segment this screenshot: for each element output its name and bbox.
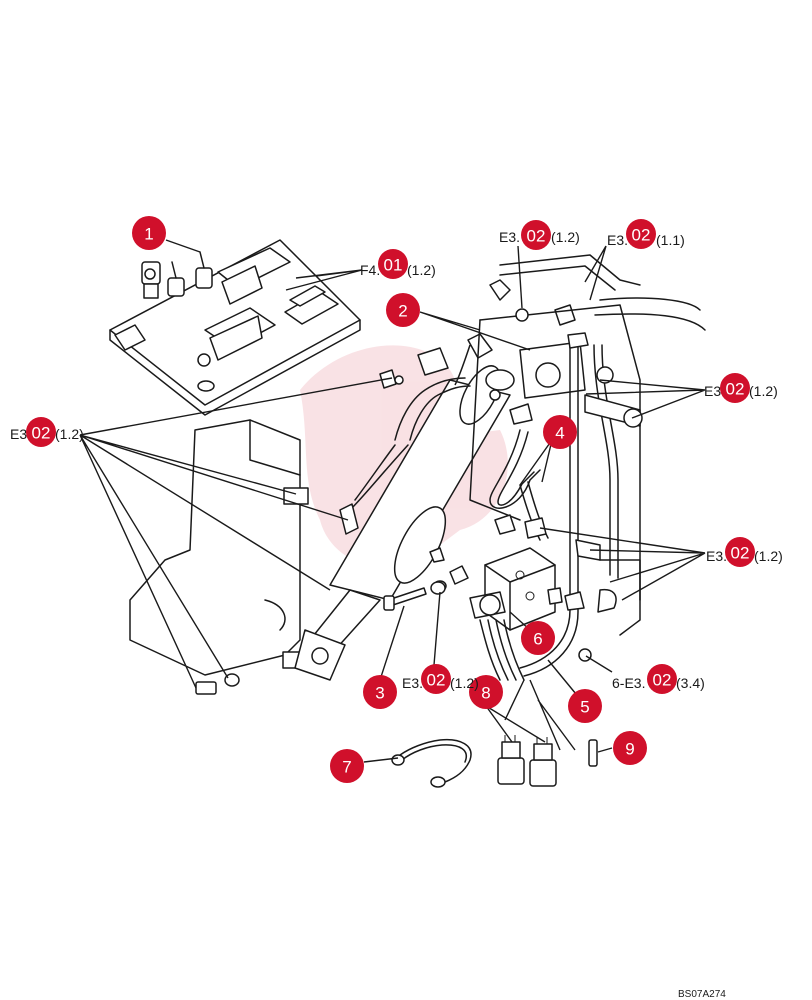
frame-structure-drawing xyxy=(469,254,706,636)
ref-suffix: (1.2) xyxy=(55,426,84,442)
connector-drawing xyxy=(497,735,598,787)
ref-prefix: E3. xyxy=(607,232,628,248)
callout-1-number: 1 xyxy=(144,225,153,244)
drawing-code-label: BS07A274 xyxy=(678,989,726,1000)
callout-4-number: 4 xyxy=(555,424,564,443)
valve-block-drawing xyxy=(339,369,617,681)
section-ref-bottom[interactable]: E3. 02 (1.2) xyxy=(402,664,479,694)
callout-3-badge xyxy=(363,675,397,709)
callout-1-badge xyxy=(132,216,166,250)
ref-suffix: (1.2) xyxy=(450,675,479,691)
ref-badge-number: 02 xyxy=(731,544,750,563)
ref-badge-number: 02 xyxy=(427,671,446,690)
callout-3-number: 3 xyxy=(375,684,384,703)
guard-plate-drawing xyxy=(129,419,309,695)
section-ref-panel[interactable]: F4. 01 (1.2) xyxy=(360,249,436,279)
callout-1[interactable]: 1 xyxy=(132,216,166,250)
hose-lines-drawing xyxy=(349,333,619,677)
callout-4-badge xyxy=(543,415,577,449)
callout-8-number: 8 xyxy=(481,684,490,703)
callout-7-number: 7 xyxy=(342,758,351,777)
ref-badge xyxy=(720,373,750,403)
ref-prefix: 6-E3. xyxy=(612,675,645,691)
callout-4[interactable]: 4 xyxy=(543,415,577,449)
ref-badge-number: 02 xyxy=(527,227,546,246)
callout-9[interactable]: 9 xyxy=(613,731,647,765)
ref-badge xyxy=(421,664,451,694)
callout-9-number: 9 xyxy=(625,740,634,759)
ref-badge xyxy=(647,664,677,694)
callout-8[interactable]: 8 xyxy=(469,675,503,709)
ref-prefix: E3. xyxy=(499,229,520,245)
section-ref-right-lower[interactable]: E3. 02 (1.2) xyxy=(706,537,783,567)
ref-prefix: E3. xyxy=(706,548,727,564)
ref-prefix: E3. xyxy=(402,675,423,691)
ref-suffix: (1.2) xyxy=(551,229,580,245)
ref-badge xyxy=(725,537,755,567)
section-ref-left[interactable]: E3. 02 (1.2) xyxy=(10,417,84,447)
section-ref-top-right[interactable]: E3. 02 (1.1) xyxy=(607,219,685,249)
callout-9-badge xyxy=(613,731,647,765)
callout-6[interactable]: 6 xyxy=(521,621,555,655)
callout-2-badge xyxy=(386,293,420,327)
callout-6-number: 6 xyxy=(533,630,542,649)
ref-badge xyxy=(378,249,408,279)
callout-8-badge xyxy=(469,675,503,709)
ref-suffix: (1.2) xyxy=(407,262,436,278)
callout-5-badge xyxy=(568,689,602,723)
ref-suffix: (3.4) xyxy=(676,675,705,691)
ground-cable-drawing xyxy=(391,738,472,788)
callout-5[interactable]: 5 xyxy=(568,689,602,723)
callout-6-badge xyxy=(521,621,555,655)
ref-suffix: (1.2) xyxy=(754,548,783,564)
ref-prefix: F4. xyxy=(360,262,380,278)
ref-prefix: E3. xyxy=(704,383,725,399)
ref-badge-number: 01 xyxy=(384,256,403,275)
callout-7-badge xyxy=(330,749,364,783)
callout-2-number: 2 xyxy=(398,302,407,321)
callout-7[interactable]: 7 xyxy=(330,749,364,783)
ref-badge-number: 02 xyxy=(653,671,672,690)
section-ref-right-upper[interactable]: E3. 02 (1.2) xyxy=(704,373,778,403)
ref-badge xyxy=(521,220,551,250)
ref-badge-number: 02 xyxy=(32,424,51,443)
callout-2[interactable]: 2 xyxy=(386,293,420,327)
callout-3[interactable]: 3 xyxy=(363,675,397,709)
callout-5-number: 5 xyxy=(580,698,589,717)
control-panel-drawing xyxy=(109,239,361,416)
section-ref-lower-right[interactable]: 6-E3. 02 (3.4) xyxy=(612,664,705,694)
section-ref-top-left[interactable]: E3. 02 (1.2) xyxy=(499,220,580,250)
ref-suffix: (1.2) xyxy=(749,383,778,399)
ref-badge-number: 02 xyxy=(632,226,651,245)
ref-suffix: (1.1) xyxy=(656,232,685,248)
ref-badge xyxy=(626,219,656,249)
ref-prefix: E3. xyxy=(10,426,31,442)
ref-badge xyxy=(26,417,56,447)
ref-badge-number: 02 xyxy=(726,380,745,399)
